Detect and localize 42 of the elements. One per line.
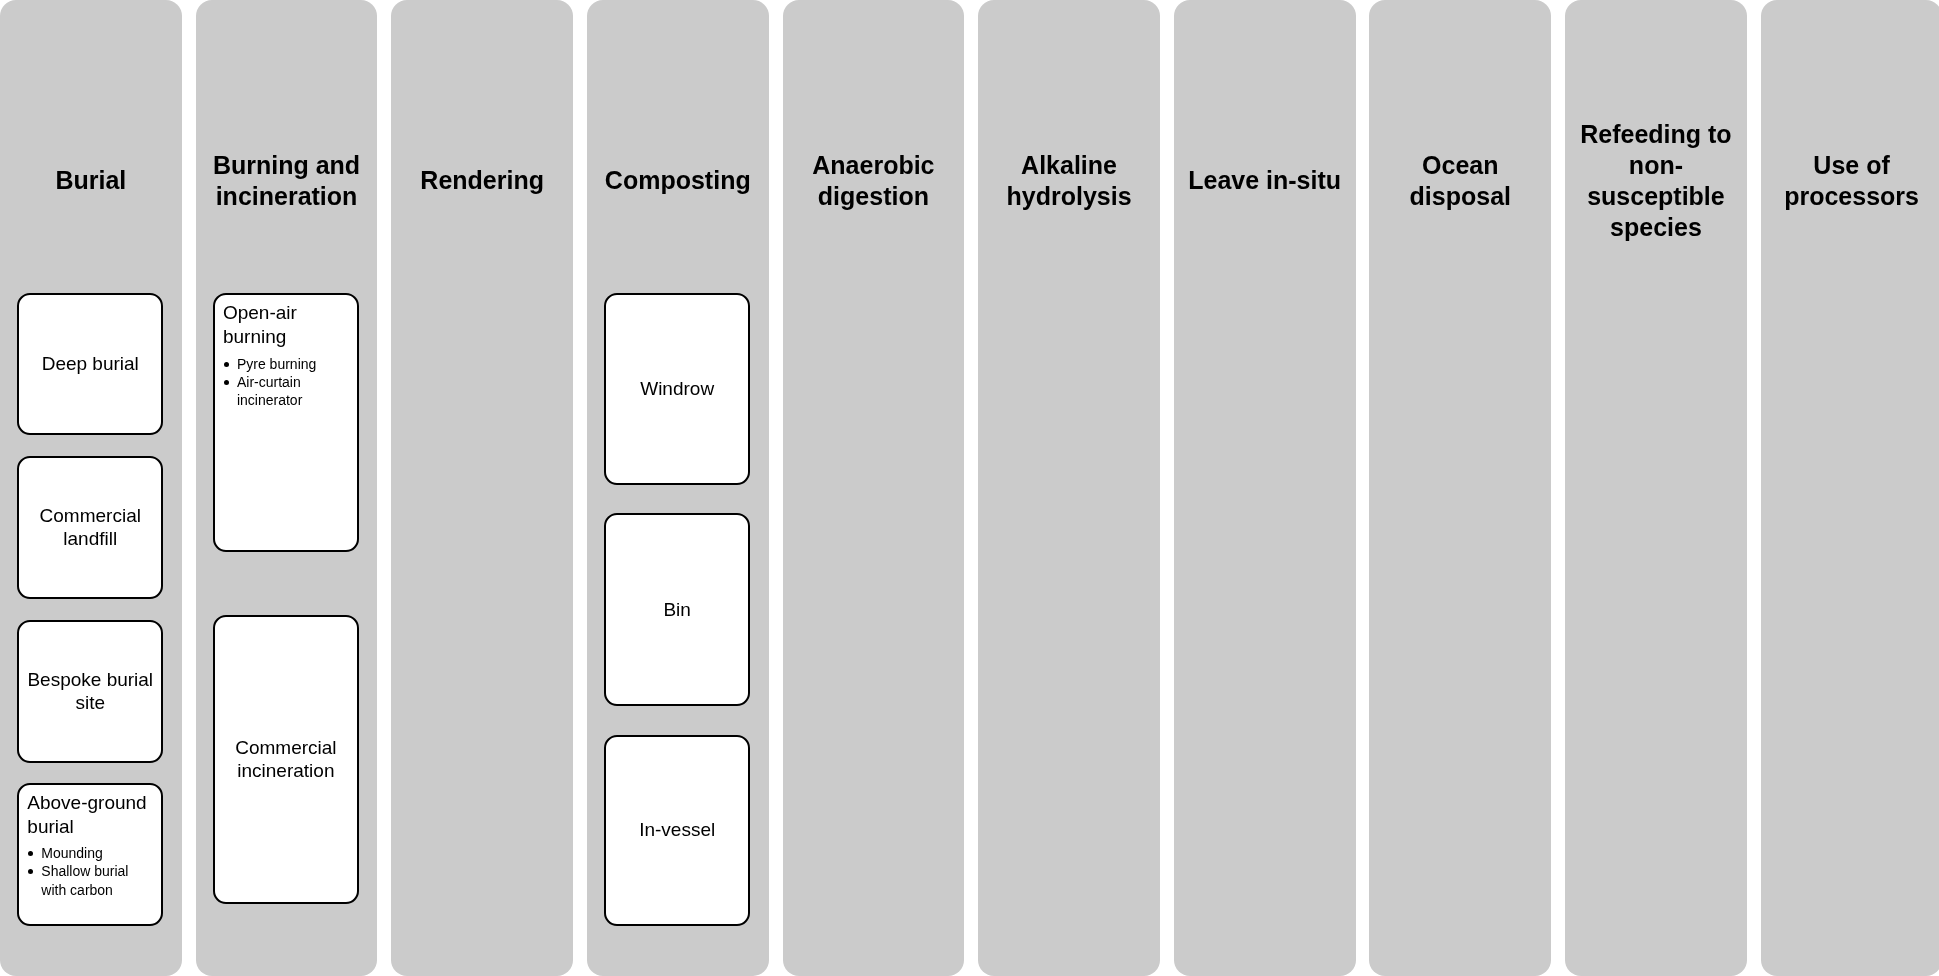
bullet-item: Shallow burial with carbon	[41, 863, 129, 898]
category-column	[0, 0, 182, 976]
box-label: Commercial landfill	[38, 503, 142, 552]
category-column	[1173, 0, 1356, 976]
category-column	[1760, 0, 1939, 976]
column-heading: Use of processors	[1783, 149, 1920, 212]
category-column	[586, 0, 769, 976]
column-heading: Refeeding to non-susceptible species	[1579, 118, 1733, 244]
column-heading: Burial	[54, 165, 128, 197]
method-box	[212, 293, 359, 552]
method-box	[17, 782, 164, 927]
column-heading: Alkaline hydrolysis	[1005, 149, 1133, 212]
box-heading: Open-air burning	[222, 301, 298, 349]
bullet-item: Air-curtain incinerator	[236, 373, 303, 408]
method-box	[17, 619, 164, 763]
method-box	[17, 293, 164, 436]
category-column	[1565, 0, 1747, 976]
column-heading: Anaerobic digestion	[811, 149, 936, 212]
bullet-item: Pyre burning	[236, 355, 317, 372]
box-label: Bin	[662, 597, 692, 622]
box-label: Deep burial	[40, 352, 140, 377]
category-column	[1369, 0, 1552, 976]
category-column	[978, 0, 1160, 976]
column-heading: Burning and incineration	[211, 149, 362, 212]
box-heading: Above-ground burial	[27, 790, 148, 839]
method-box	[604, 513, 751, 707]
category-column	[391, 0, 574, 976]
box-label: In-vessel	[638, 818, 717, 843]
column-heading: Ocean disposal	[1408, 149, 1512, 212]
box-label: Bespoke burial site	[26, 667, 155, 715]
column-heading: Leave in-situ	[1187, 165, 1343, 197]
box-label: Windrow	[639, 377, 716, 401]
box-label: Commercial incineration	[234, 735, 338, 783]
method-box	[604, 734, 751, 927]
column-heading: Composting	[603, 165, 752, 197]
bullet-item: Mounding	[41, 845, 103, 862]
column-heading: Rendering	[419, 165, 545, 197]
category-column	[782, 0, 965, 976]
method-box	[17, 456, 164, 599]
category-column	[195, 0, 378, 976]
method-box	[604, 293, 751, 485]
method-box	[212, 614, 359, 904]
